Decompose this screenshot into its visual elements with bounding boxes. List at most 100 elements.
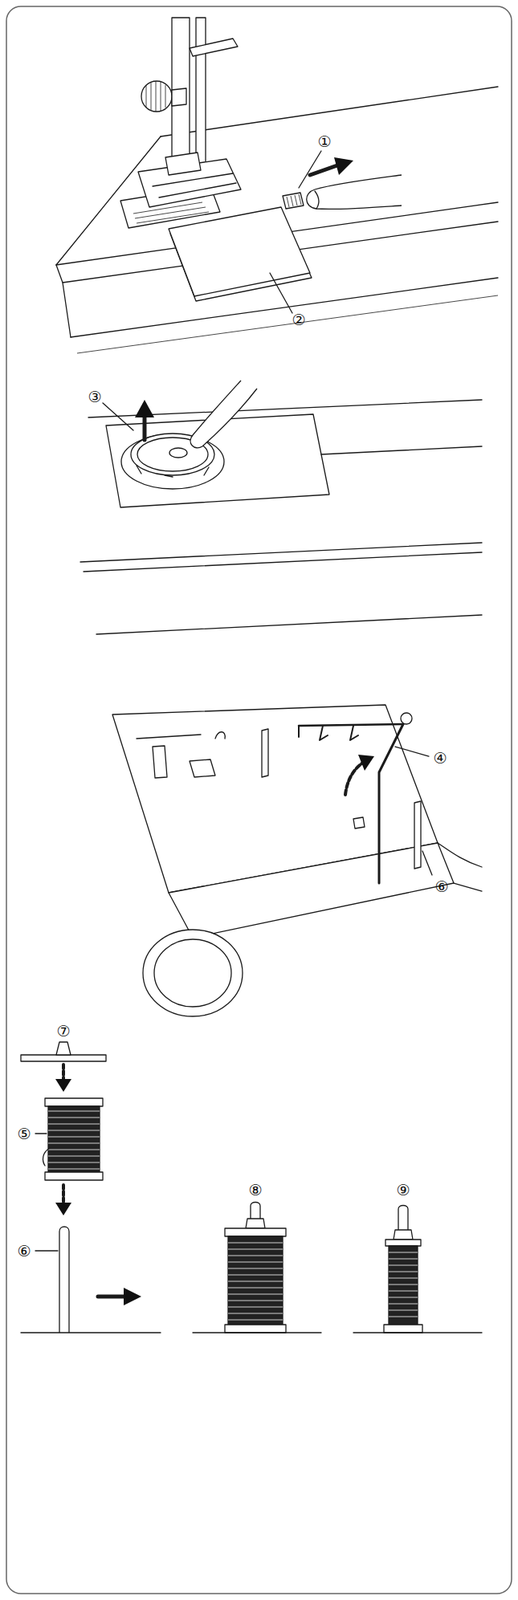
down-arrow bbox=[55, 1079, 72, 1093]
thread-spool bbox=[44, 1098, 103, 1107]
right-arrow bbox=[97, 1288, 142, 1306]
callout-number: ③ bbox=[87, 389, 102, 405]
assembled-large-spool bbox=[224, 1325, 286, 1334]
thread-spool bbox=[44, 1172, 103, 1181]
bobbin-area bbox=[169, 448, 188, 458]
presser-foot bbox=[189, 38, 238, 57]
presser-foot bbox=[195, 17, 206, 175]
bobbin-area bbox=[88, 399, 482, 418]
bed-surface bbox=[56, 86, 498, 354]
finger bbox=[190, 380, 257, 449]
machine-top bbox=[189, 759, 216, 778]
finger bbox=[314, 191, 319, 209]
leader-lines bbox=[422, 851, 433, 876]
down-arrow bbox=[61, 1185, 66, 1205]
callout-number: ① bbox=[317, 134, 331, 150]
page-frame bbox=[6, 6, 512, 1595]
machine-top bbox=[142, 929, 243, 1017]
base-line bbox=[20, 1332, 482, 1334]
leader-lines bbox=[35, 1133, 58, 1252]
assembled-small-spool bbox=[385, 1239, 421, 1247]
callout-number: ⑨ bbox=[395, 1182, 410, 1199]
machine-top bbox=[136, 734, 201, 739]
callout-number: ⑥ bbox=[16, 1244, 31, 1260]
raise-arrow bbox=[345, 762, 364, 796]
machine-top bbox=[112, 705, 482, 1017]
bed-surface bbox=[160, 86, 498, 137]
down-arrow bbox=[61, 1064, 66, 1081]
leader-lines bbox=[269, 150, 322, 314]
presser-foot bbox=[138, 17, 241, 208]
thread-guide bbox=[298, 713, 412, 884]
callout-number: ⑦ bbox=[56, 1023, 70, 1040]
presser-foot bbox=[165, 152, 201, 176]
release-button bbox=[282, 192, 304, 209]
machine-top bbox=[453, 883, 482, 892]
assembled-large-spool bbox=[224, 1228, 286, 1237]
leader-lines bbox=[35, 1250, 58, 1252]
push-arrow bbox=[309, 157, 354, 176]
push-arrow bbox=[309, 165, 338, 176]
bed-surface bbox=[70, 277, 498, 338]
release-button bbox=[286, 194, 302, 208]
leader-lines bbox=[395, 746, 429, 757]
base-line bbox=[20, 1333, 482, 1334]
bobbin-area bbox=[83, 552, 482, 572]
machine-top bbox=[152, 746, 168, 779]
presser-foot bbox=[146, 81, 166, 112]
bobbin-area bbox=[121, 434, 225, 490]
machine-top bbox=[168, 843, 454, 939]
thread-spool bbox=[48, 1106, 100, 1173]
presser-foot bbox=[171, 88, 187, 107]
spool-cap bbox=[20, 1042, 107, 1062]
needle-plate bbox=[133, 202, 209, 224]
down-arrow bbox=[55, 1185, 72, 1216]
thread-spool bbox=[43, 1148, 50, 1167]
machine-top bbox=[437, 843, 482, 868]
bed-surface bbox=[62, 282, 71, 338]
right-arrow bbox=[97, 1295, 126, 1300]
thread-spool bbox=[48, 1111, 100, 1170]
right-arrow bbox=[123, 1288, 142, 1306]
leader-lines bbox=[102, 403, 134, 431]
thread-spool bbox=[43, 1098, 103, 1181]
callout-number: ② bbox=[291, 312, 306, 328]
thread-guide bbox=[298, 726, 359, 741]
callout-number: ⑤ bbox=[16, 1126, 31, 1143]
finger bbox=[306, 175, 402, 210]
leader-lines bbox=[35, 1133, 47, 1134]
leader-lines bbox=[298, 150, 322, 188]
cover-plate bbox=[168, 207, 312, 302]
lift-arrow bbox=[134, 399, 155, 418]
assembled-small-spool bbox=[388, 1252, 418, 1318]
raise-arrow bbox=[345, 754, 375, 796]
bobbin-area bbox=[136, 465, 209, 478]
machine-top bbox=[353, 817, 365, 829]
spool-pin bbox=[59, 1227, 70, 1334]
assembled-small-spool bbox=[388, 1246, 418, 1326]
spool-cap bbox=[20, 1055, 107, 1062]
spool-pins bbox=[414, 801, 421, 869]
assembled-small-spool bbox=[393, 1230, 413, 1240]
cover-plate bbox=[168, 207, 310, 297]
presser-foot bbox=[171, 17, 190, 163]
bobbin-area bbox=[321, 446, 482, 455]
spool-pins bbox=[261, 729, 269, 778]
machine-top bbox=[215, 732, 225, 739]
assembled-large-spool bbox=[224, 1203, 286, 1334]
bobbin-area bbox=[80, 542, 482, 563]
assembled-small-spool bbox=[383, 1206, 423, 1334]
leader-lines bbox=[102, 403, 134, 431]
release-button bbox=[282, 192, 304, 209]
lift-arrow bbox=[134, 399, 155, 441]
presser-foot bbox=[152, 173, 237, 198]
callout-number: ⑧ bbox=[248, 1182, 262, 1199]
push-arrow bbox=[334, 157, 354, 176]
machine-top bbox=[154, 939, 232, 1008]
spool-cap bbox=[56, 1042, 71, 1056]
spool-pin bbox=[59, 1227, 70, 1334]
down-arrow bbox=[55, 1064, 72, 1093]
thread-guide bbox=[298, 724, 404, 727]
